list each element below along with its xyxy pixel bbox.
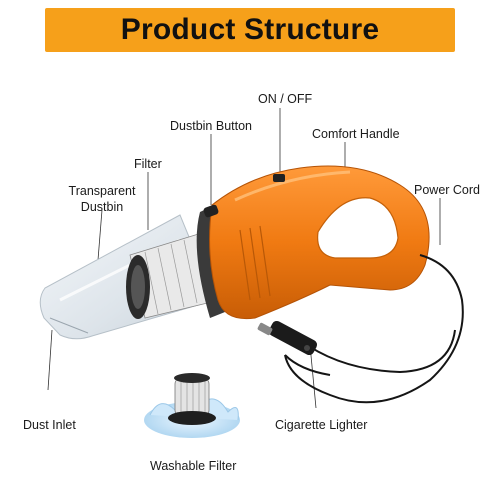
label-dust-inlet: Dust Inlet xyxy=(23,418,76,432)
label-dustbin-button: Dustbin Button xyxy=(170,119,252,133)
on-off-switch xyxy=(273,174,285,182)
label-filter: Filter xyxy=(134,157,162,171)
label-transparent-line2: Dustbin xyxy=(80,199,124,214)
cigarette-lighter-plug xyxy=(257,320,318,356)
label-transparent-line1: Transparent xyxy=(68,184,136,198)
label-power-cord: Power Cord xyxy=(414,183,480,197)
label-cigarette-lighter: Cigarette Lighter xyxy=(275,418,368,432)
title-banner: Product Structure xyxy=(45,8,455,52)
label-washable-filter: Washable Filter xyxy=(150,459,237,473)
power-cord xyxy=(284,254,464,404)
label-transparent-dustbin: Transparent Dustbin xyxy=(64,184,140,215)
washable-filter xyxy=(144,373,240,438)
label-on-off: ON / OFF xyxy=(258,92,313,106)
banner-title: Product Structure xyxy=(120,13,380,46)
vacuum-body xyxy=(209,165,430,320)
label-comfort-handle: Comfort Handle xyxy=(312,127,400,141)
leader-lines xyxy=(47,108,441,409)
dustbin-button xyxy=(203,204,219,218)
